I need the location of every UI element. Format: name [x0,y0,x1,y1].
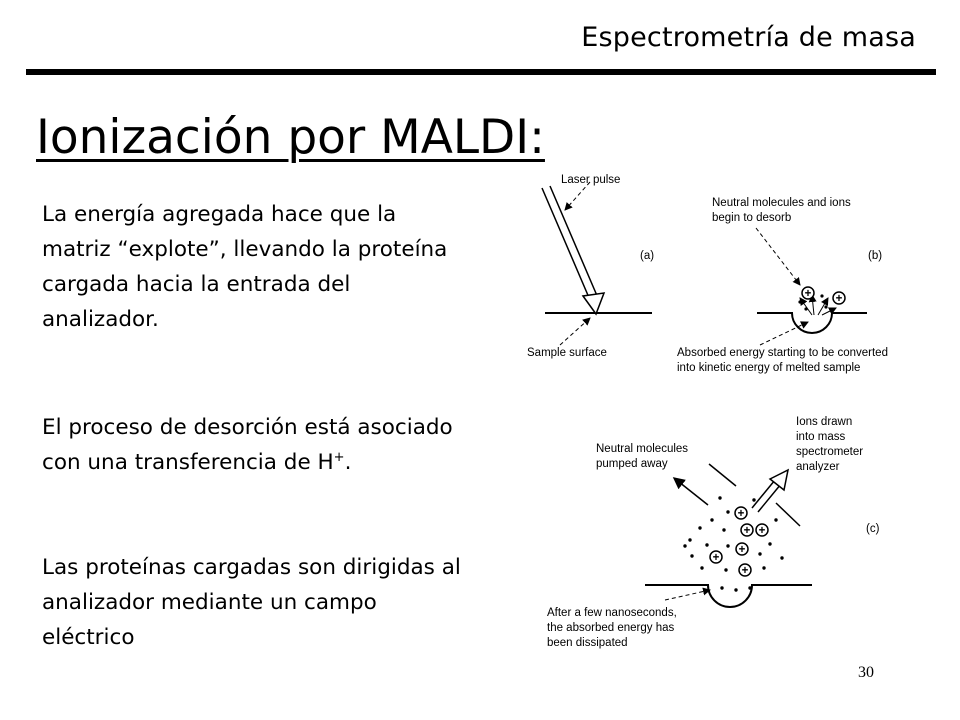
ion-plus: + [744,525,751,537]
ion-plus: + [738,508,745,520]
sample-surface-label: Sample surface [527,347,607,359]
panel-b: Neutral molecules and ions begin to deso… [677,197,888,374]
panel-b-tag: (b) [868,250,882,262]
laser-label-pointer [564,181,591,211]
slide-title: Ionización por MALDI: [36,110,545,165]
ion-circle [801,286,815,300]
ions-drawn-label-line-4: analyzer [796,461,840,473]
neutral-molecule [824,305,828,309]
neutral-molecule [820,294,824,298]
ion-plus: + [759,525,766,537]
dissipated-label-line-3: been dissipated [547,637,628,649]
dissipated-label-pointer [664,587,711,601]
ion-circle [740,523,754,537]
paragraph-explosion: La energía agregada hace que la matriz “… [42,202,448,332]
ion-circle [734,506,748,520]
page-number: 30 [858,664,874,681]
ion-circle [832,291,846,305]
desorb-label-pointer [755,227,801,286]
paragraph-desorption-text: El proceso de desorción está asociado co… [42,415,453,475]
ion-circle [738,563,752,577]
header-divider [26,69,936,75]
desorb-arrow-4 [821,307,837,316]
electrode-right [775,502,801,527]
ion-plus: + [713,552,720,564]
energy-label-line-2: into kinetic energy of melted sample [677,362,860,374]
section-header-title: Espectrometría de masa [581,22,916,53]
ion-plus: + [836,293,843,305]
desorb-label-line-1: Neutral molecules and ions [712,197,851,209]
paragraph-electric-field: Las proteínas cargadas son dirigidas al … [42,555,461,650]
laser-beam-right [549,185,599,299]
paragraph-desorption: El proceso de desorción está asociado co… [42,410,562,480]
proton-charge-superscript: + [333,449,345,465]
ion-circle [755,523,769,537]
laser-beam-arrowhead [581,292,606,316]
panel-c: Neutral molecules pumped away Ions drawn… [547,416,880,649]
ions-drawn-label-line-1: Ions drawn [796,416,852,428]
ion-plus: + [742,565,749,577]
ion-circle [709,550,723,564]
electrode-left [708,463,737,487]
desorb-arrow-2 [808,294,817,316]
ions-drawn-label-line-3: spectrometer [796,446,863,458]
panel-a-tag: (a) [640,250,654,262]
desorb-arrow-3 [817,297,829,316]
ion-plus: + [805,288,812,300]
panel-c-tag: (c) [866,523,880,535]
dissipated-sample-surface [645,584,812,608]
neutral-pumped-label-line-2: pumped away [596,458,668,470]
dissipated-label-line-1: After a few nanoseconds, [547,607,677,619]
ions-drawn-label-line-2: into mass [796,431,845,443]
ion-extraction-beam-right [757,483,782,513]
paragraph-desorption-end: . [344,450,352,475]
desorb-arrow-1 [799,297,813,316]
energy-label-pointer [759,321,809,346]
neutral-molecule [804,307,808,311]
desorb-label-line-2: begin to desorb [712,212,791,224]
ion-extraction-arrowhead [768,468,790,492]
ion-circle [735,542,749,556]
neutral-pumped-label-line-1: Neutral molecules [596,443,688,455]
pumped-away-arrow [672,477,709,506]
laser-pulse-label: Laser pulse [561,174,620,186]
neutral-molecule-cloud [683,496,784,592]
panel-a: Laser pulse (a) Sample surface [527,174,654,359]
ion-extraction-beam-left [751,479,776,509]
melted-sample-surface [757,312,867,334]
surface-label-pointer [559,317,591,346]
energy-label-line-1: Absorbed energy starting to be converted [677,347,888,359]
dissipated-label-line-2: the absorbed energy has [547,622,674,634]
laser-beam-left [541,187,591,301]
ion-plus: + [739,544,746,556]
neutral-molecule [798,300,802,304]
